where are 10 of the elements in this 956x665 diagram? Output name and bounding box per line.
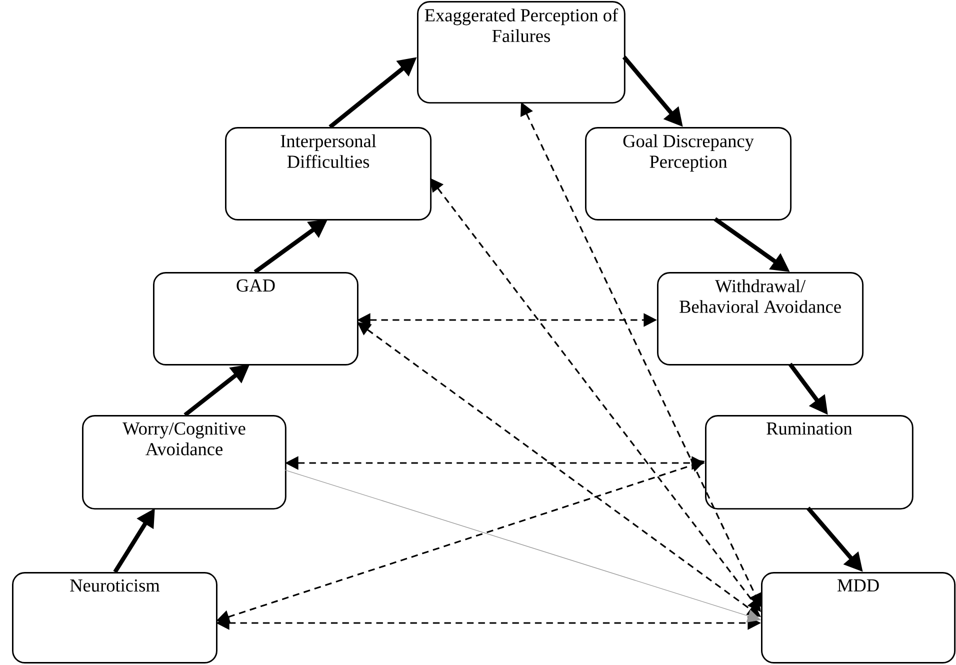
process-box: GAD (153, 272, 358, 366)
arrow (284, 470, 761, 622)
process-box: MDD (761, 572, 956, 664)
process-box: Withdrawal/ Behavioral Avoidance (657, 272, 864, 366)
process-box: Goal Discrepancy Perception (585, 127, 792, 220)
process-box: Interpersonal Difficulties (225, 127, 432, 220)
process-box: Worry/Cognitive Avoidance (82, 415, 286, 510)
process-box: Neuroticism (12, 572, 218, 664)
process-box: Exaggerated Perception of Failures (417, 1, 626, 104)
process-box: Rumination (705, 415, 914, 510)
